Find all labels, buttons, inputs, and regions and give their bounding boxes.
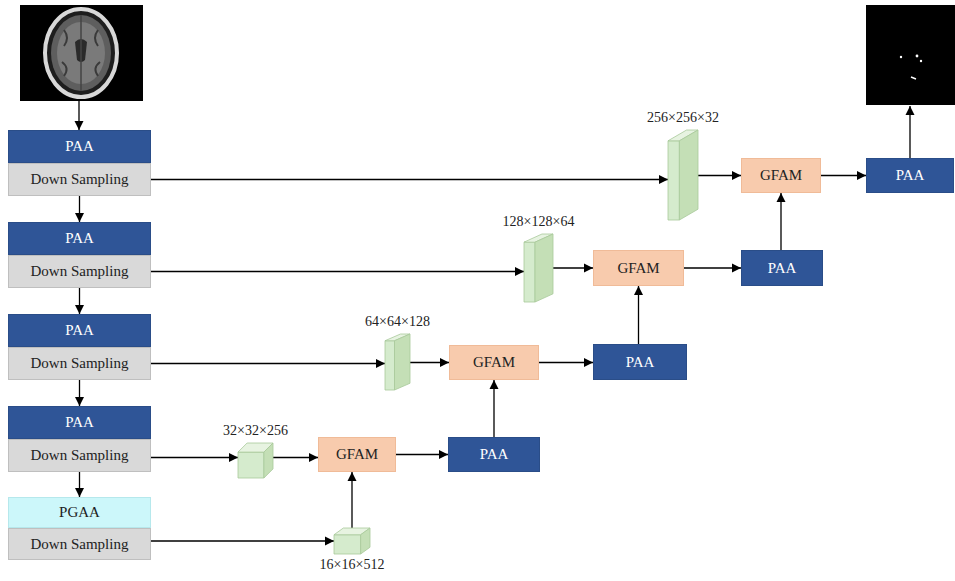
cube-shape [668, 130, 698, 220]
cube-shape [524, 234, 553, 302]
block-label: Down Sampling [31, 171, 129, 188]
cube-face [679, 130, 698, 220]
dimension-label: 16×16×512 [320, 557, 385, 572]
flow-arrow [273, 457, 318, 458]
paa-block: PAA [8, 130, 151, 163]
flow-arrow [79, 380, 80, 406]
paa-block: PAA [593, 344, 687, 380]
flow-arrow [396, 454, 448, 455]
paa-block: PAA [448, 437, 540, 472]
flow-arrow [553, 267, 593, 268]
block-label: PAA [65, 414, 94, 431]
block-label: GFAM [760, 167, 802, 184]
flow-arrow [151, 271, 524, 272]
dimension-label: 256×256×32 [647, 110, 719, 125]
dimension-label: 64×64×128 [365, 314, 430, 329]
block-label: PAA [65, 322, 94, 339]
downsampling-block: Down Sampling [8, 163, 151, 196]
paa-block: PAA [8, 222, 151, 255]
block-label: PAA [626, 354, 655, 371]
block-label: PGAA [59, 504, 100, 521]
feature-map-cube: 16×16×512 [334, 528, 370, 554]
flow-arrow [79, 196, 80, 222]
downsampling-block: Down Sampling [8, 255, 151, 288]
block-label: Down Sampling [31, 447, 129, 464]
block-label: PAA [896, 167, 925, 184]
input-mri-image [20, 5, 143, 101]
gfam-block: GFAM [741, 158, 821, 193]
block-label: PAA [65, 138, 94, 155]
flow-arrow [638, 286, 639, 344]
downsampling-block: Down Sampling [8, 439, 151, 472]
dimension-label: 128×128×64 [503, 214, 575, 229]
paa-block: PAA [741, 250, 823, 286]
flow-arrow [79, 288, 80, 314]
pgaa-block: PGAA [8, 497, 151, 528]
flow-arrow [410, 362, 449, 363]
block-label: Down Sampling [31, 263, 129, 280]
flow-arrow [151, 179, 668, 180]
block-label: PAA [480, 446, 509, 463]
block-label: Down Sampling [31, 355, 129, 372]
cube-face [668, 141, 679, 220]
block-label: GFAM [336, 446, 378, 463]
paa-block: PAA [866, 158, 954, 193]
cube-face [385, 341, 395, 390]
cube-face [264, 443, 273, 478]
cube-face [395, 334, 411, 390]
flow-arrow [539, 362, 593, 363]
output-arrow [909, 106, 910, 158]
flow-arrow [151, 457, 238, 458]
block-label: GFAM [473, 354, 515, 371]
paa-block: PAA [8, 314, 151, 347]
paa-block: PAA [8, 406, 151, 439]
flow-arrow [493, 380, 494, 437]
flow-arrow [684, 267, 741, 268]
block-label: PAA [768, 260, 797, 277]
cube-face [334, 535, 361, 554]
input-arrow [78, 101, 79, 130]
cube-face [535, 234, 553, 302]
block-label: PAA [65, 230, 94, 247]
downsampling-block: Down Sampling [8, 347, 151, 380]
flow-arrow [151, 363, 385, 364]
flow-arrow [821, 175, 866, 176]
feature-map-cube: 32×32×256 [238, 443, 273, 478]
dimension-label: 32×32×256 [223, 423, 288, 438]
feature-map-cube: 128×128×64 [524, 234, 553, 302]
gfam-block: GFAM [318, 437, 396, 472]
flow-arrow [780, 193, 781, 250]
cube-face [238, 452, 264, 478]
flow-arrow [698, 175, 741, 176]
feature-map-cube: 64×64×128 [385, 334, 410, 390]
block-label: GFAM [617, 260, 659, 277]
flow-arrow [351, 472, 352, 528]
gfam-block: GFAM [593, 250, 684, 286]
cube-shape [334, 528, 370, 554]
cube-face [361, 528, 370, 554]
flow-arrow [151, 540, 334, 541]
flow-arrow [79, 472, 80, 497]
block-label: Down Sampling [31, 536, 129, 553]
downsampling-block: Down Sampling [8, 528, 151, 560]
output-mask-image [866, 5, 955, 105]
feature-map-cube: 256×256×32 [668, 130, 698, 220]
gfam-block: GFAM [449, 345, 539, 380]
cube-face [524, 242, 535, 302]
cube-shape [385, 334, 410, 390]
cube-shape [238, 443, 273, 478]
